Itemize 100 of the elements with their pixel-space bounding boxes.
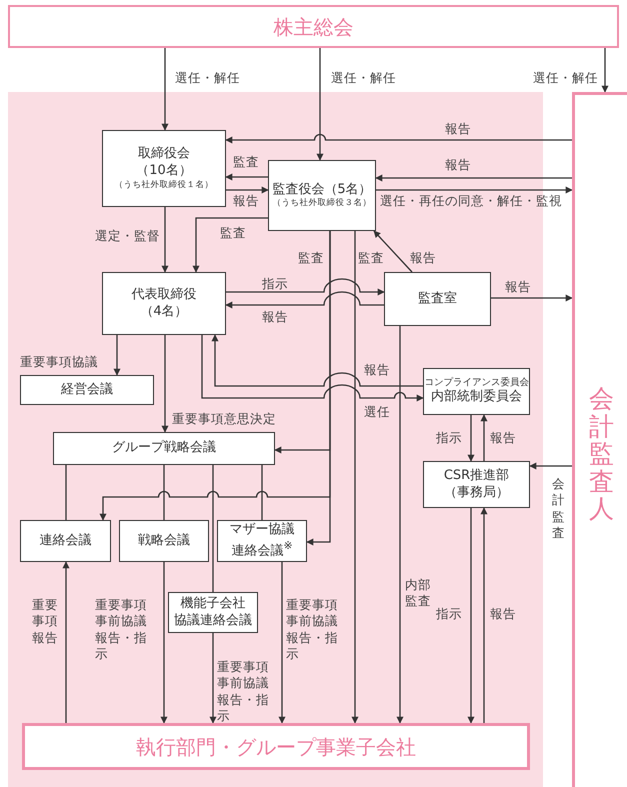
arrow [226, 186, 269, 194]
arrow [491, 294, 573, 302]
connector-line [212, 465, 214, 592]
edge-label: 報告 [505, 279, 531, 296]
node-label: （4名） [140, 304, 188, 320]
process-box [20, 375, 154, 405]
arrow [480, 414, 488, 461]
connector-line [163, 465, 165, 520]
edge-label: 指示 [262, 276, 288, 292]
arrow [201, 335, 424, 402]
node-label: 株主総会 [274, 14, 354, 40]
arrow [316, 48, 324, 161]
process-box [168, 592, 258, 633]
arrow [226, 278, 385, 296]
process-box [268, 160, 376, 231]
arrow [352, 231, 358, 724]
edge-label: 指示 [436, 430, 462, 446]
node-label: CSR推進部 [444, 468, 510, 484]
arrow [62, 561, 70, 723]
arrow [225, 291, 384, 308]
edge-label: 報告 [445, 121, 471, 138]
process-box [20, 520, 111, 562]
edge-label: 重要事項意思決定 [172, 411, 276, 428]
edge-label: 報告 [490, 606, 516, 622]
edge-label: 報告 [262, 309, 288, 326]
node-label: 機能子会社 [180, 596, 246, 612]
arrow [114, 335, 120, 376]
arrow [210, 633, 216, 724]
edge-label: 選定・監督 [95, 228, 160, 244]
edge-label: 重要事項事前協議報告・指示 [286, 597, 339, 662]
edge-label: 報告 [445, 157, 471, 174]
process-box [217, 520, 307, 562]
arrow [162, 335, 168, 433]
node-label: コンプライアンス委員会 [424, 376, 529, 389]
node-label: 代表取締役 [132, 286, 196, 304]
node-label: 経営会議 [61, 382, 113, 398]
arrow [375, 174, 572, 182]
org-box [22, 723, 530, 770]
arrow [212, 334, 423, 387]
arrow [396, 326, 404, 724]
process-box [423, 368, 530, 415]
node-label: 取締役会 [138, 146, 190, 163]
org-box [8, 5, 619, 48]
edge-label: 選任・再任の同意・解任・監視 [380, 193, 562, 210]
process-box [119, 520, 209, 562]
node-label: 戦略会議 [138, 532, 190, 550]
process-box [384, 272, 491, 326]
edge-label: 報告 [233, 193, 259, 210]
arrow [468, 508, 474, 724]
edge-label: 重要事項報告 [32, 597, 59, 646]
edge-label: 選任・解任 [331, 70, 396, 86]
process-box [423, 461, 530, 508]
edge-label: 選任 [364, 404, 390, 420]
node-label: 監査役会（5名） [272, 182, 372, 198]
process-box [53, 432, 275, 465]
node-label: 連絡会議$^{※}$ [231, 538, 293, 560]
edge-label: 報告 [410, 250, 436, 266]
edge-label: 重要事項事前協議報告・指示 [217, 659, 270, 724]
arrow [278, 562, 286, 724]
node-label: （事務局） [444, 484, 509, 502]
edge-label: 報告 [364, 362, 390, 378]
edge-label: 重要事項事前協議報告・指示 [95, 597, 148, 662]
arrow [225, 174, 268, 180]
edge-label: 選任・解任 [533, 70, 598, 86]
node-label: （10名） [136, 162, 192, 180]
arrow [529, 462, 572, 470]
arrow [374, 230, 412, 272]
arrow [602, 48, 608, 93]
arrow [480, 507, 488, 723]
node-label: マザー協議 [230, 522, 294, 539]
node-label: 会計監査人 [589, 385, 614, 522]
process-box [102, 272, 226, 335]
arrow [162, 48, 168, 131]
process-box [102, 130, 226, 207]
edge-label: 報告 [490, 430, 516, 446]
edge-label: 選任・解任 [175, 70, 240, 86]
node-label: （うち社外取締役１名） [114, 180, 214, 191]
edge-label: 指示 [436, 606, 462, 622]
auditor-panel [572, 92, 627, 787]
arrow [306, 231, 331, 546]
arrow [160, 562, 168, 724]
edge-label: 監査 [358, 250, 384, 266]
edge-label: 監査 [220, 225, 246, 242]
arrow [162, 207, 168, 273]
node-label: 内部統制委員会 [431, 389, 522, 406]
node-label: （うち社外取締役３名） [272, 198, 372, 210]
edge-label: 会計監査 [552, 476, 564, 541]
arrow [376, 186, 573, 194]
node-label: 協議連絡会議 [174, 612, 252, 630]
connector-line [65, 465, 67, 520]
edge-label: 内部監査 [405, 577, 432, 610]
node-label: 連絡会議 [40, 532, 92, 550]
node-label: グループ戦略会議 [112, 440, 216, 457]
edge-label: 重要事項協議 [20, 354, 98, 370]
arrow [225, 134, 572, 144]
arrow [468, 415, 474, 462]
node-label: 監査室 [418, 290, 457, 308]
edge-label: 監査 [233, 154, 259, 170]
arrow [192, 217, 268, 273]
edge-label: 監査 [298, 250, 324, 266]
